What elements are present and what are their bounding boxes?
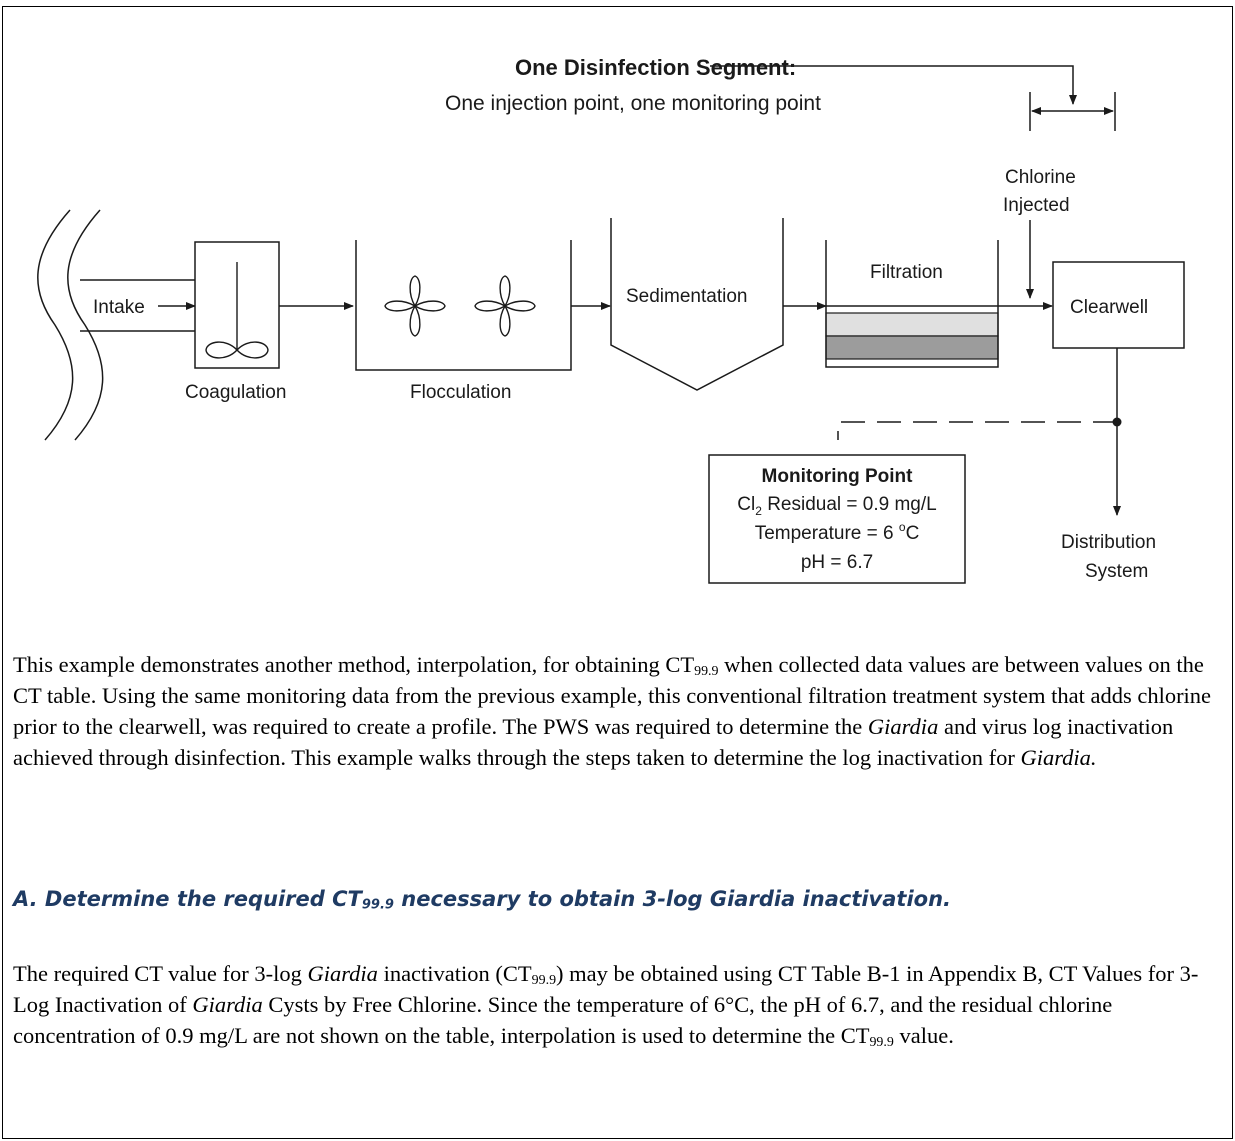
clearwell-box	[1052, 261, 1185, 349]
flocculation-label: Flocculation	[410, 382, 511, 403]
filtration-tank	[825, 240, 999, 368]
intro-paragraph: This example demonstrates another method…	[13, 652, 1212, 770]
sedimentation-basin	[610, 218, 784, 391]
distribution-label-line2: System	[1085, 561, 1148, 582]
section-heading: A. Determine the required CT99.9 necessa…	[13, 887, 952, 913]
monitoring-residual: Cl2 Residual = 0.9 mg/L	[737, 494, 936, 518]
chlorine-label-line2: Injected	[1003, 195, 1070, 216]
monitoring-ph: pH = 6.7	[801, 552, 873, 573]
flocculator-paddles-icon	[384, 275, 536, 337]
segment-callout-line	[710, 65, 1116, 131]
chlorine-label-line1: Chlorine	[1005, 167, 1076, 188]
monitoring-title: Monitoring Point	[762, 466, 914, 487]
sedimentation-label: Sedimentation	[626, 286, 747, 307]
intake-label: Intake	[93, 297, 145, 318]
segment-subtitle: One injection point, one monitoring poin…	[445, 92, 821, 115]
distribution-label-line1: Distribution	[1061, 532, 1156, 553]
coagulation-label: Coagulation	[185, 382, 286, 403]
treatment-process-diagram: One Disinfection Segment: One injection …	[37, 55, 1185, 584]
flocculation-tank	[355, 240, 572, 371]
monitoring-temperature: Temperature = 6 oC	[755, 520, 920, 544]
coagulation-mixer-icon	[205, 262, 269, 359]
monitoring-dashed-line	[837, 421, 1117, 440]
page-frame	[2, 6, 1233, 1139]
clearwell-label: Clearwell	[1070, 297, 1148, 318]
ct-table-paragraph: The required CT value for 3-log Giardia …	[13, 961, 1199, 1050]
water-source-waves-icon	[37, 209, 195, 441]
monitoring-point-box	[708, 454, 966, 584]
segment-title: One Disinfection Segment:	[515, 55, 796, 80]
filtration-label: Filtration	[870, 262, 943, 283]
